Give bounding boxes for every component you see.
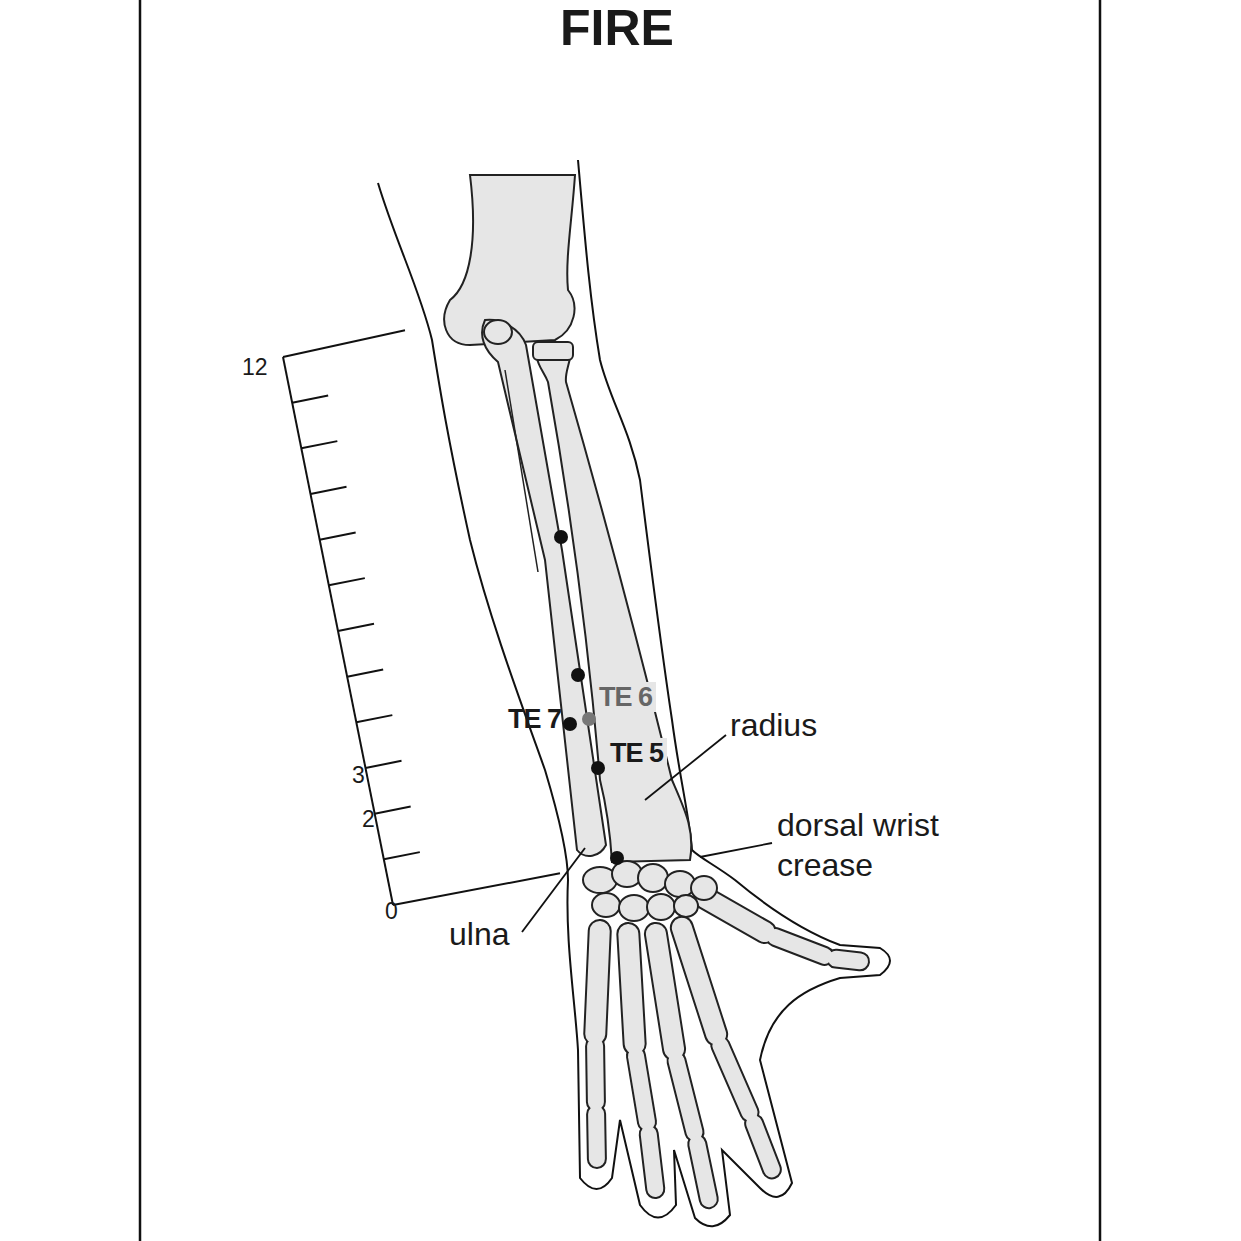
scale-number: 2: [362, 806, 392, 832]
ruler-spine: [283, 357, 393, 905]
scale-number: 12: [242, 354, 282, 380]
arm-outline: [378, 160, 890, 1226]
bone-fill: [836, 959, 860, 962]
point-label: TE 6: [598, 682, 656, 712]
bone-fill: [720, 1046, 749, 1113]
ruler-tick: [283, 330, 405, 357]
ruler-tick: [347, 669, 383, 676]
bone-fill: [595, 931, 599, 1034]
ruler-tick: [393, 873, 560, 905]
ruler-tick: [366, 761, 402, 768]
bone-outline: [697, 1144, 709, 1199]
bone-outline: [656, 934, 674, 1049]
frame: [140, 0, 1100, 1241]
point-label: TE 5: [609, 738, 667, 768]
ruler-tick: [356, 715, 392, 722]
part-name: radius: [730, 705, 870, 745]
bone-outline: [682, 928, 716, 1035]
bone-fill: [628, 934, 634, 1044]
cun-ruler: [283, 330, 560, 905]
bone-line: [505, 370, 538, 572]
bone-outline: [636, 1056, 647, 1122]
bone-fill: [587, 1046, 604, 1102]
bone-fill: [682, 928, 716, 1035]
scale-number: 0: [385, 898, 415, 924]
scale-number: 3: [352, 762, 382, 788]
bone-fill: [649, 1134, 656, 1189]
bone-outline: [720, 1046, 749, 1113]
bone-fill: [676, 1061, 694, 1132]
bone-fill: [656, 934, 674, 1049]
hand-bones: [595, 898, 860, 1199]
bone-outline: [649, 1134, 656, 1189]
bone-fill: [754, 1124, 772, 1170]
point-label: TE 7: [453, 704, 561, 734]
ruler-tick: [338, 624, 374, 631]
ruler-tick: [301, 441, 337, 448]
ruler-tick: [384, 852, 420, 859]
ruler-tick: [375, 806, 411, 813]
bone-outline: [676, 1061, 694, 1132]
bone-outline: [776, 937, 825, 956]
bone-outline: [586, 1114, 607, 1159]
bone-outline: [836, 959, 860, 962]
bone-fill: [705, 898, 765, 932]
bone-fill: [636, 1056, 647, 1122]
bone-outline: [628, 934, 634, 1044]
bone-fill: [776, 937, 825, 956]
bone-fill: [588, 1114, 605, 1159]
part-name: dorsal wrist crease: [777, 805, 987, 885]
ruler-tick: [329, 578, 365, 585]
ruler-tick: [320, 532, 356, 539]
bones: [444, 175, 691, 862]
carpal-bones: [583, 861, 717, 921]
part-name: ulna: [449, 914, 539, 954]
bone-fill: [697, 1144, 709, 1199]
bone-outline: [585, 1046, 606, 1102]
ruler-tick: [292, 395, 328, 402]
ruler-tick: [311, 487, 347, 494]
leader-lines: [522, 735, 772, 932]
bone-outline: [595, 931, 599, 1034]
bone-outline: [705, 898, 765, 932]
bone-outline: [754, 1124, 772, 1170]
title: FIRE: [417, 0, 817, 56]
